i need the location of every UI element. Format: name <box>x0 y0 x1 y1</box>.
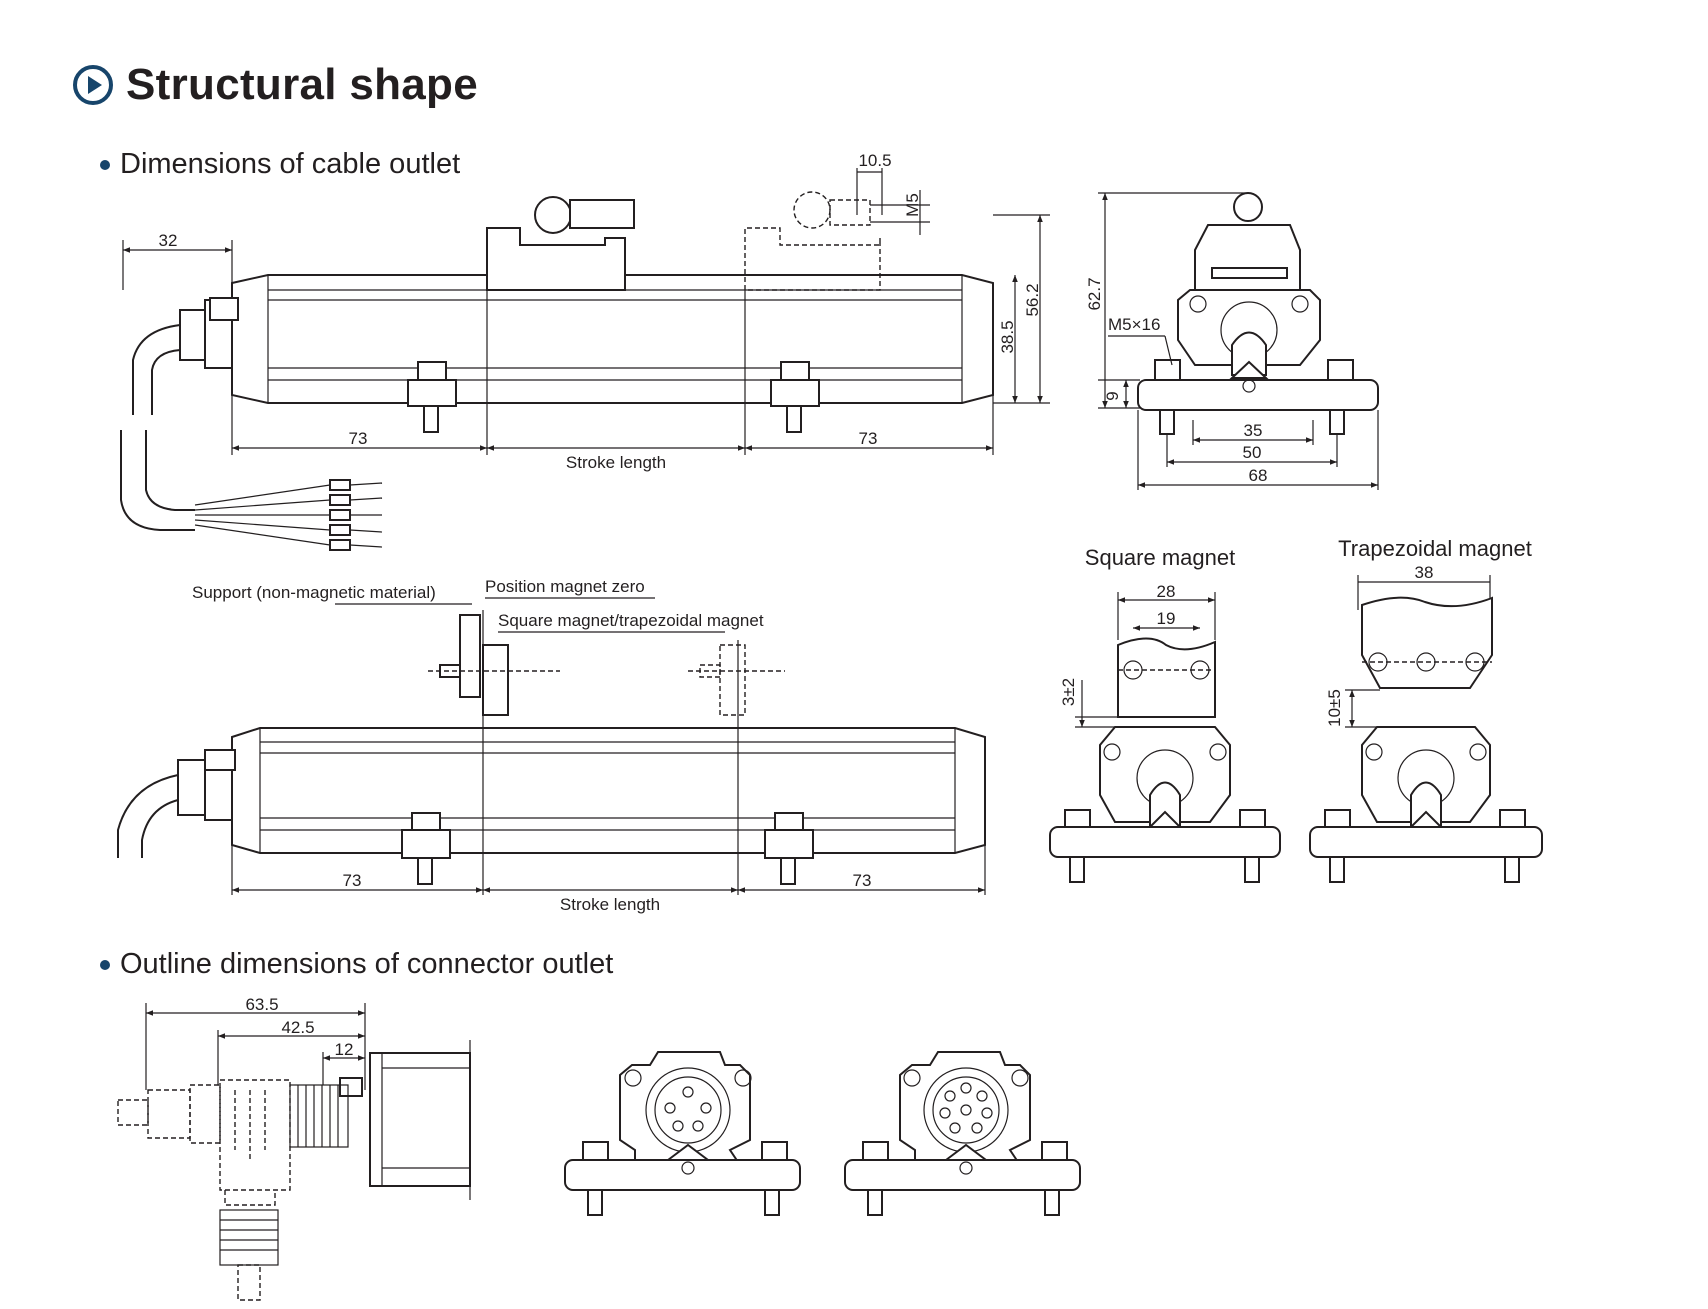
connector-side-view: 63.5 42.5 12 <box>117 995 471 1301</box>
dimension-lines-end-view: 62.7 M5×16 9 35 50 68 <box>1085 192 1379 490</box>
connector-end-view-2 <box>844 1051 1081 1216</box>
dim-35: 35 <box>1244 421 1263 440</box>
dim-62-7: 62.7 <box>1085 277 1104 310</box>
conn-dim-42-5: 42.5 <box>281 1018 314 1037</box>
section-title-cable: Dimensions of cable outlet <box>120 148 461 180</box>
page-header: Structural shape <box>72 60 478 110</box>
dim-stroke-length: Stroke length <box>566 453 666 472</box>
bullet-icon <box>100 959 110 970</box>
dim-68: 68 <box>1249 466 1268 485</box>
dim-10-5: 10.5 <box>858 151 891 170</box>
section-connector-outlet: Outline dimensions of connector outlet <box>100 948 613 981</box>
dim-m5: M5 <box>903 193 922 217</box>
square-magnet-view: Square magnet 28 19 3±2 <box>1049 545 1281 883</box>
dim-73-left: 73 <box>349 429 368 448</box>
dimension-lines-top: 32 73 Stroke length 73 10.5 M5 56.2 38.5 <box>122 151 1050 472</box>
page-title: Structural shape <box>126 60 479 109</box>
dim-mid-stroke: Stroke length <box>560 895 660 914</box>
dim-mid-73-left: 73 <box>343 871 362 890</box>
play-circle-icon <box>73 65 113 105</box>
label-position-zero: Position magnet zero <box>485 577 645 596</box>
dim-9: 9 <box>1103 391 1122 400</box>
cable-outlet-end-view <box>1137 192 1379 435</box>
label-magnet: Square magnet/trapezoidal magnet <box>498 611 764 630</box>
trap-gap: 10±5 <box>1325 689 1344 727</box>
square-dim-28: 28 <box>1157 582 1176 601</box>
dim-m5x16: M5×16 <box>1108 315 1160 334</box>
dim-50: 50 <box>1243 443 1262 462</box>
trapezoidal-magnet-view: Trapezoidal magnet 38 28 10±5 <box>1309 536 1543 883</box>
section-title-connector: Outline dimensions of connector outlet <box>120 948 614 980</box>
square-gap: 3±2 <box>1059 678 1078 706</box>
magnet-position-view: Support (non-magnetic material) Position… <box>117 577 986 914</box>
trapezoidal-magnet-title: Trapezoidal magnet <box>1338 536 1532 561</box>
bullet-icon <box>100 159 110 170</box>
label-support: Support (non-magnetic material) <box>192 583 436 602</box>
dim-mid-73-right: 73 <box>853 871 872 890</box>
dim-38-5: 38.5 <box>998 320 1017 353</box>
dim-56-2: 56.2 <box>1023 283 1042 316</box>
dim-73-right: 73 <box>859 429 878 448</box>
dim-32: 32 <box>159 231 178 250</box>
cable-outlet-side-view <box>120 191 994 551</box>
trap-dim-38: 38 <box>1415 563 1434 582</box>
conn-dim-12: 12 <box>335 1040 354 1059</box>
square-magnet-title: Square magnet <box>1085 545 1235 570</box>
square-dim-19: 19 <box>1157 609 1176 628</box>
conn-dim-63-5: 63.5 <box>245 995 278 1014</box>
connector-end-view-1 <box>564 1051 801 1216</box>
section-cable-outlet: Dimensions of cable outlet <box>100 148 460 181</box>
